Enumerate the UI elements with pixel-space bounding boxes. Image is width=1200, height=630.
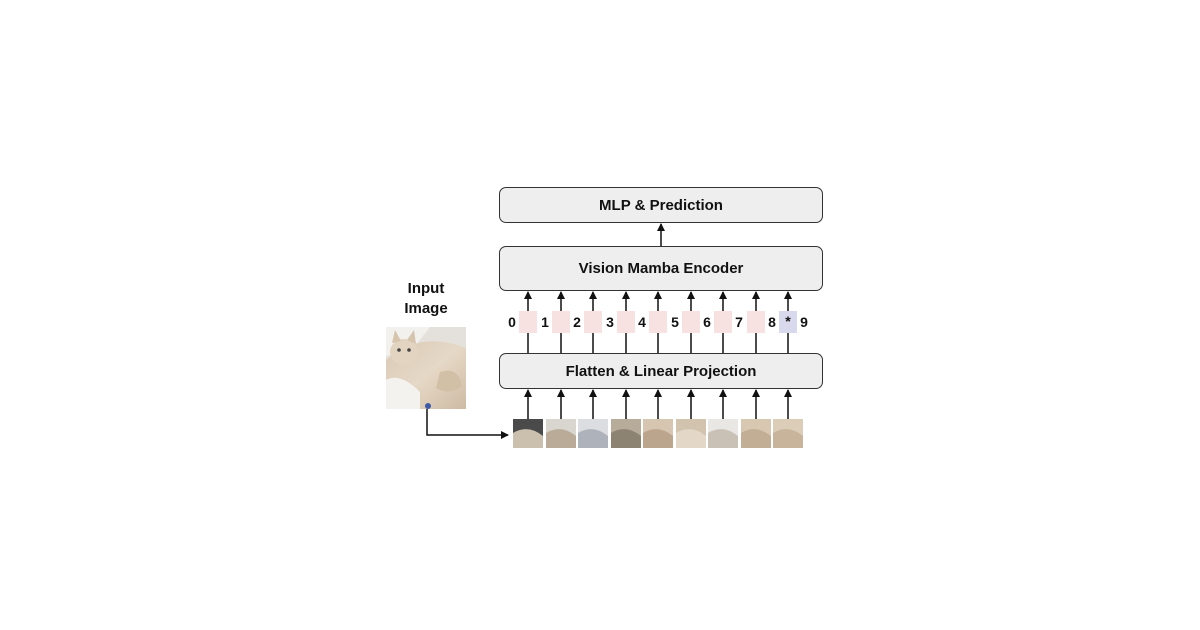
token-position-label: 9 <box>800 314 808 330</box>
token-position-label: 4 <box>638 314 646 330</box>
patch-image <box>513 419 543 448</box>
cls-token-marker: * <box>785 313 791 329</box>
input-image <box>386 327 466 409</box>
patch-image <box>676 419 706 448</box>
patch-image <box>708 419 738 448</box>
patch-image <box>643 419 673 448</box>
token-position-label: 3 <box>606 314 614 330</box>
patch-arrows <box>524 389 792 419</box>
patch-token-box <box>519 311 537 333</box>
patch-token-box <box>649 311 667 333</box>
token-position-label: 1 <box>541 314 549 330</box>
image-to-patches-arrow <box>426 409 509 439</box>
flatten-linear-projection-block: Flatten & Linear Projection <box>499 353 823 389</box>
token-position-label: 5 <box>671 314 679 330</box>
input-image-title-line1: Input <box>407 280 445 297</box>
token-position-label: 2 <box>573 314 581 330</box>
mlp-prediction-label: MLP & Prediction <box>599 196 723 214</box>
patch-token-box <box>617 311 635 333</box>
patch-image <box>578 419 608 448</box>
input-image-title-line2: Image <box>404 300 448 317</box>
vision-mamba-encoder-label: Vision Mamba Encoder <box>578 260 744 277</box>
patch-image <box>546 419 576 448</box>
token-position-label: 8 <box>768 314 776 330</box>
patch-image <box>741 419 771 448</box>
mlp-prediction-block: MLP & Prediction <box>499 187 823 223</box>
patch-token-box <box>682 311 700 333</box>
token-position-label: 0 <box>508 314 516 330</box>
flatten-linear-projection-label: Flatten & Linear Projection <box>565 362 757 380</box>
patch-token-box <box>714 311 732 333</box>
token-position-label: 7 <box>735 314 743 330</box>
patch-token-box <box>584 311 602 333</box>
token-arrows <box>524 291 792 353</box>
patch-token-box <box>747 311 765 333</box>
patch-image <box>611 419 641 448</box>
patch-token-box <box>552 311 570 333</box>
patch-images <box>513 419 803 448</box>
vision-mamba-encoder-block: Vision Mamba Encoder <box>499 246 823 291</box>
token-position-label: 6 <box>703 314 711 330</box>
cls-token-box <box>779 311 797 333</box>
patch-image <box>773 419 803 448</box>
token-boxes <box>519 311 797 333</box>
